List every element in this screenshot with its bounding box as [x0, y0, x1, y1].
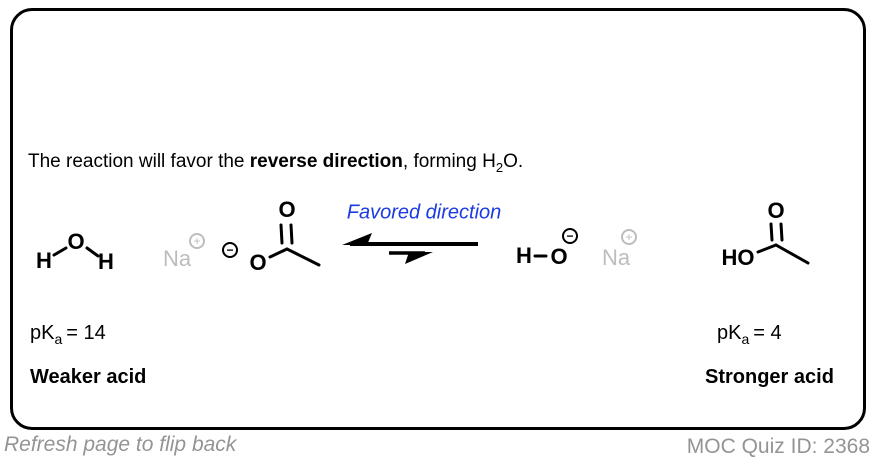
- acetic-carbonyl-double-bond-2: [779, 222, 784, 242]
- equilibrium-arrows: [342, 233, 478, 264]
- acetic-ho-c-bond: [756, 243, 778, 254]
- weaker-acid-label: Weaker acid: [30, 366, 147, 388]
- pka-left-label: pK: [30, 322, 55, 344]
- acetic-o-carbonyl-label: O: [767, 198, 785, 223]
- answer-prefix: The reaction will favor the: [28, 151, 250, 172]
- stronger-acid-label: Stronger acid: [705, 366, 834, 388]
- pka-left-sub: a: [54, 331, 63, 347]
- acetate-bonds: [268, 223, 321, 267]
- water-o-label: O: [67, 229, 85, 254]
- favored-direction-label: Favored direction: [346, 201, 502, 224]
- hydroxide-o-label: O: [550, 244, 568, 269]
- pka-right-value: = 4: [753, 322, 782, 344]
- acetate-c-methyl-bond: [285, 247, 321, 267]
- hydroxide-h-label: H: [516, 243, 532, 268]
- acetate-o-c-bond: [268, 247, 289, 259]
- water-h-right-label: H: [98, 249, 114, 274]
- acetic-acid-bonds: [756, 222, 810, 265]
- acetic-ho-label: HO: [721, 245, 755, 270]
- forward-arrowhead: [405, 252, 433, 264]
- sodium-right-label: Na: [601, 245, 631, 270]
- plus-charge-icon: +: [621, 229, 637, 245]
- pka-left: pKa= 14: [30, 322, 106, 347]
- acetic-c-methyl-bond: [774, 243, 810, 265]
- pka-right: pKa= 4: [717, 322, 782, 347]
- refresh-hint-text: Refresh page to flip back: [4, 433, 237, 456]
- pka-left-value: = 14: [66, 322, 106, 344]
- acetate-carbonyl-double-bond-2: [289, 223, 294, 245]
- answer-emphasis: reverse direction: [249, 151, 403, 172]
- acetate-o-anion-label: O: [249, 250, 267, 275]
- pka-right-label: pK: [717, 322, 742, 344]
- answer-text: The reaction will favor the reverse dire…: [28, 151, 523, 175]
- sodium-left-label: Na: [162, 246, 192, 271]
- water-bonds: [52, 246, 100, 258]
- minus-charge-icon: −: [222, 242, 238, 258]
- plus-charge-icon: +: [189, 233, 205, 249]
- answer-suffix: O.: [503, 151, 524, 172]
- water-bond-right: [85, 246, 100, 258]
- acetic-carbonyl-double-bond-1: [769, 222, 774, 242]
- water-bond-left: [52, 246, 68, 257]
- water-h-left-label: H: [36, 248, 52, 273]
- answer-middle: , forming H: [402, 151, 496, 172]
- pka-right-sub: a: [741, 331, 750, 347]
- flashcard-panel: [10, 8, 866, 430]
- acetate-carbonyl-double-bond-1: [279, 223, 284, 245]
- reverse-arrowhead: [342, 233, 372, 245]
- minus-charge-icon: −: [562, 228, 578, 244]
- acetate-o-carbonyl-label: O: [278, 197, 296, 222]
- answer-subscript: 2: [495, 159, 504, 175]
- quiz-id-text: MOC Quiz ID: 2368: [686, 435, 870, 458]
